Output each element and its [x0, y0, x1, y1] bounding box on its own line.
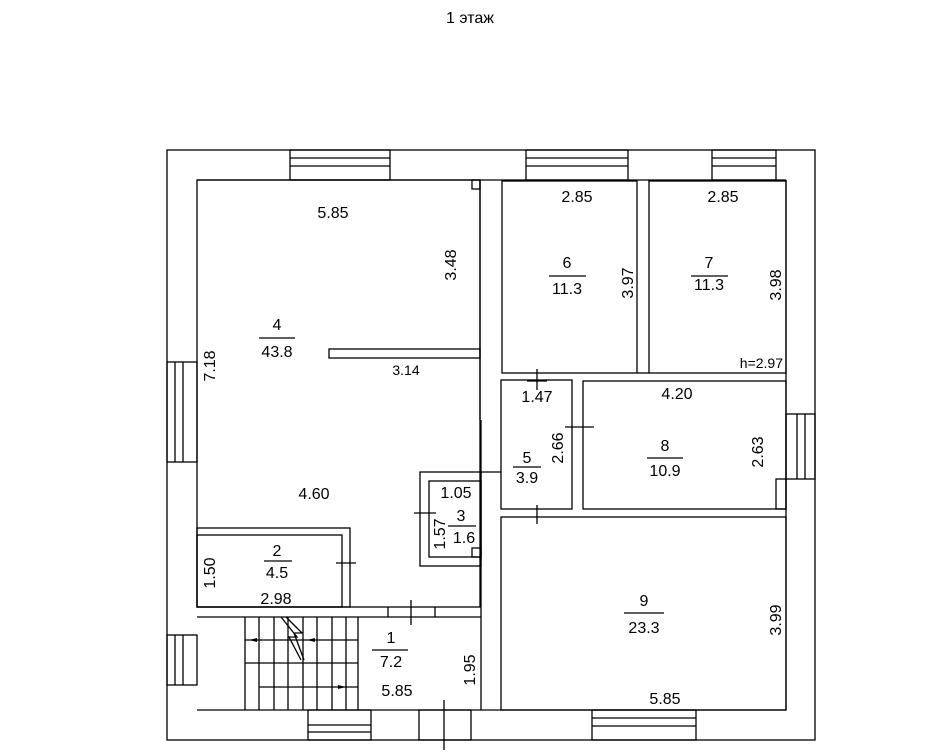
room-6-label: 611.3	[549, 255, 586, 298]
room-2-label: 24.5	[264, 543, 292, 582]
room-8-label: 810.9	[647, 438, 683, 480]
svg-text:1.47: 1.47	[521, 389, 552, 406]
svg-text:3.99: 3.99	[768, 604, 785, 635]
svg-text:2.63: 2.63	[750, 436, 767, 467]
svg-text:3.98: 3.98	[768, 269, 785, 300]
svg-text:4: 4	[273, 317, 282, 334]
svg-text:4.20: 4.20	[661, 386, 692, 403]
svg-text:1.05: 1.05	[440, 485, 471, 502]
svg-text:4.60: 4.60	[298, 486, 329, 503]
svg-text:5.85: 5.85	[317, 205, 348, 222]
svg-text:4.5: 4.5	[266, 565, 288, 582]
svg-text:11.3: 11.3	[694, 277, 724, 294]
room-4-label: 443.8	[259, 317, 295, 361]
svg-text:2.66: 2.66	[550, 432, 567, 463]
svg-text:9: 9	[640, 593, 649, 610]
room-1-label: 17.2	[372, 630, 408, 671]
partition-wall	[328, 348, 481, 359]
svg-text:23.3: 23.3	[628, 620, 659, 637]
svg-text:1: 1	[387, 630, 396, 647]
doors	[336, 369, 594, 750]
svg-text:2: 2	[273, 543, 282, 560]
svg-text:3: 3	[457, 508, 466, 525]
svg-text:11.3: 11.3	[552, 281, 582, 298]
svg-text:5.85: 5.85	[381, 683, 412, 700]
svg-text:2.85: 2.85	[707, 189, 738, 206]
windows	[166, 149, 816, 741]
svg-text:1.50: 1.50	[202, 557, 219, 588]
room-9-label: 923.3	[624, 593, 664, 637]
dimension-labels: 5.85 3.48 7.18 3.14 4.60 2.85 3.97 2.85 …	[202, 189, 785, 708]
walls	[166, 149, 816, 741]
room-5-label: 53.9	[513, 450, 541, 487]
floor-title: 1 этаж	[446, 10, 494, 27]
svg-text:3.97: 3.97	[620, 267, 637, 298]
staircase	[244, 616, 359, 710]
svg-text:7.18: 7.18	[202, 350, 219, 381]
room-6-outline	[501, 180, 638, 374]
room-labels: 443.8 611.3 711.3 53.9 810.9 923.3 31.6 …	[259, 255, 728, 671]
svg-text:3.14: 3.14	[392, 362, 419, 378]
svg-text:5: 5	[523, 450, 532, 467]
svg-text:5.85: 5.85	[649, 691, 680, 708]
svg-text:2.85: 2.85	[561, 189, 592, 206]
svg-text:1.57: 1.57	[432, 518, 449, 549]
svg-text:3.48: 3.48	[443, 249, 460, 280]
svg-text:10.9: 10.9	[649, 463, 680, 480]
svg-text:43.8: 43.8	[261, 344, 292, 361]
room-3-label: 31.6	[448, 508, 476, 547]
room-2-outline	[196, 534, 343, 608]
svg-text:6: 6	[563, 255, 572, 272]
svg-text:1.95: 1.95	[462, 654, 479, 685]
svg-text:1.6: 1.6	[453, 530, 475, 547]
ceiling-height: h=2.97	[740, 355, 783, 371]
room-7-label: 711.3	[691, 255, 728, 294]
svg-text:7.2: 7.2	[380, 654, 402, 671]
svg-text:3.9: 3.9	[516, 470, 538, 487]
entrance-door	[418, 709, 472, 741]
svg-text:7: 7	[705, 255, 714, 272]
svg-text:8: 8	[661, 438, 670, 455]
svg-text:2.98: 2.98	[260, 591, 291, 608]
